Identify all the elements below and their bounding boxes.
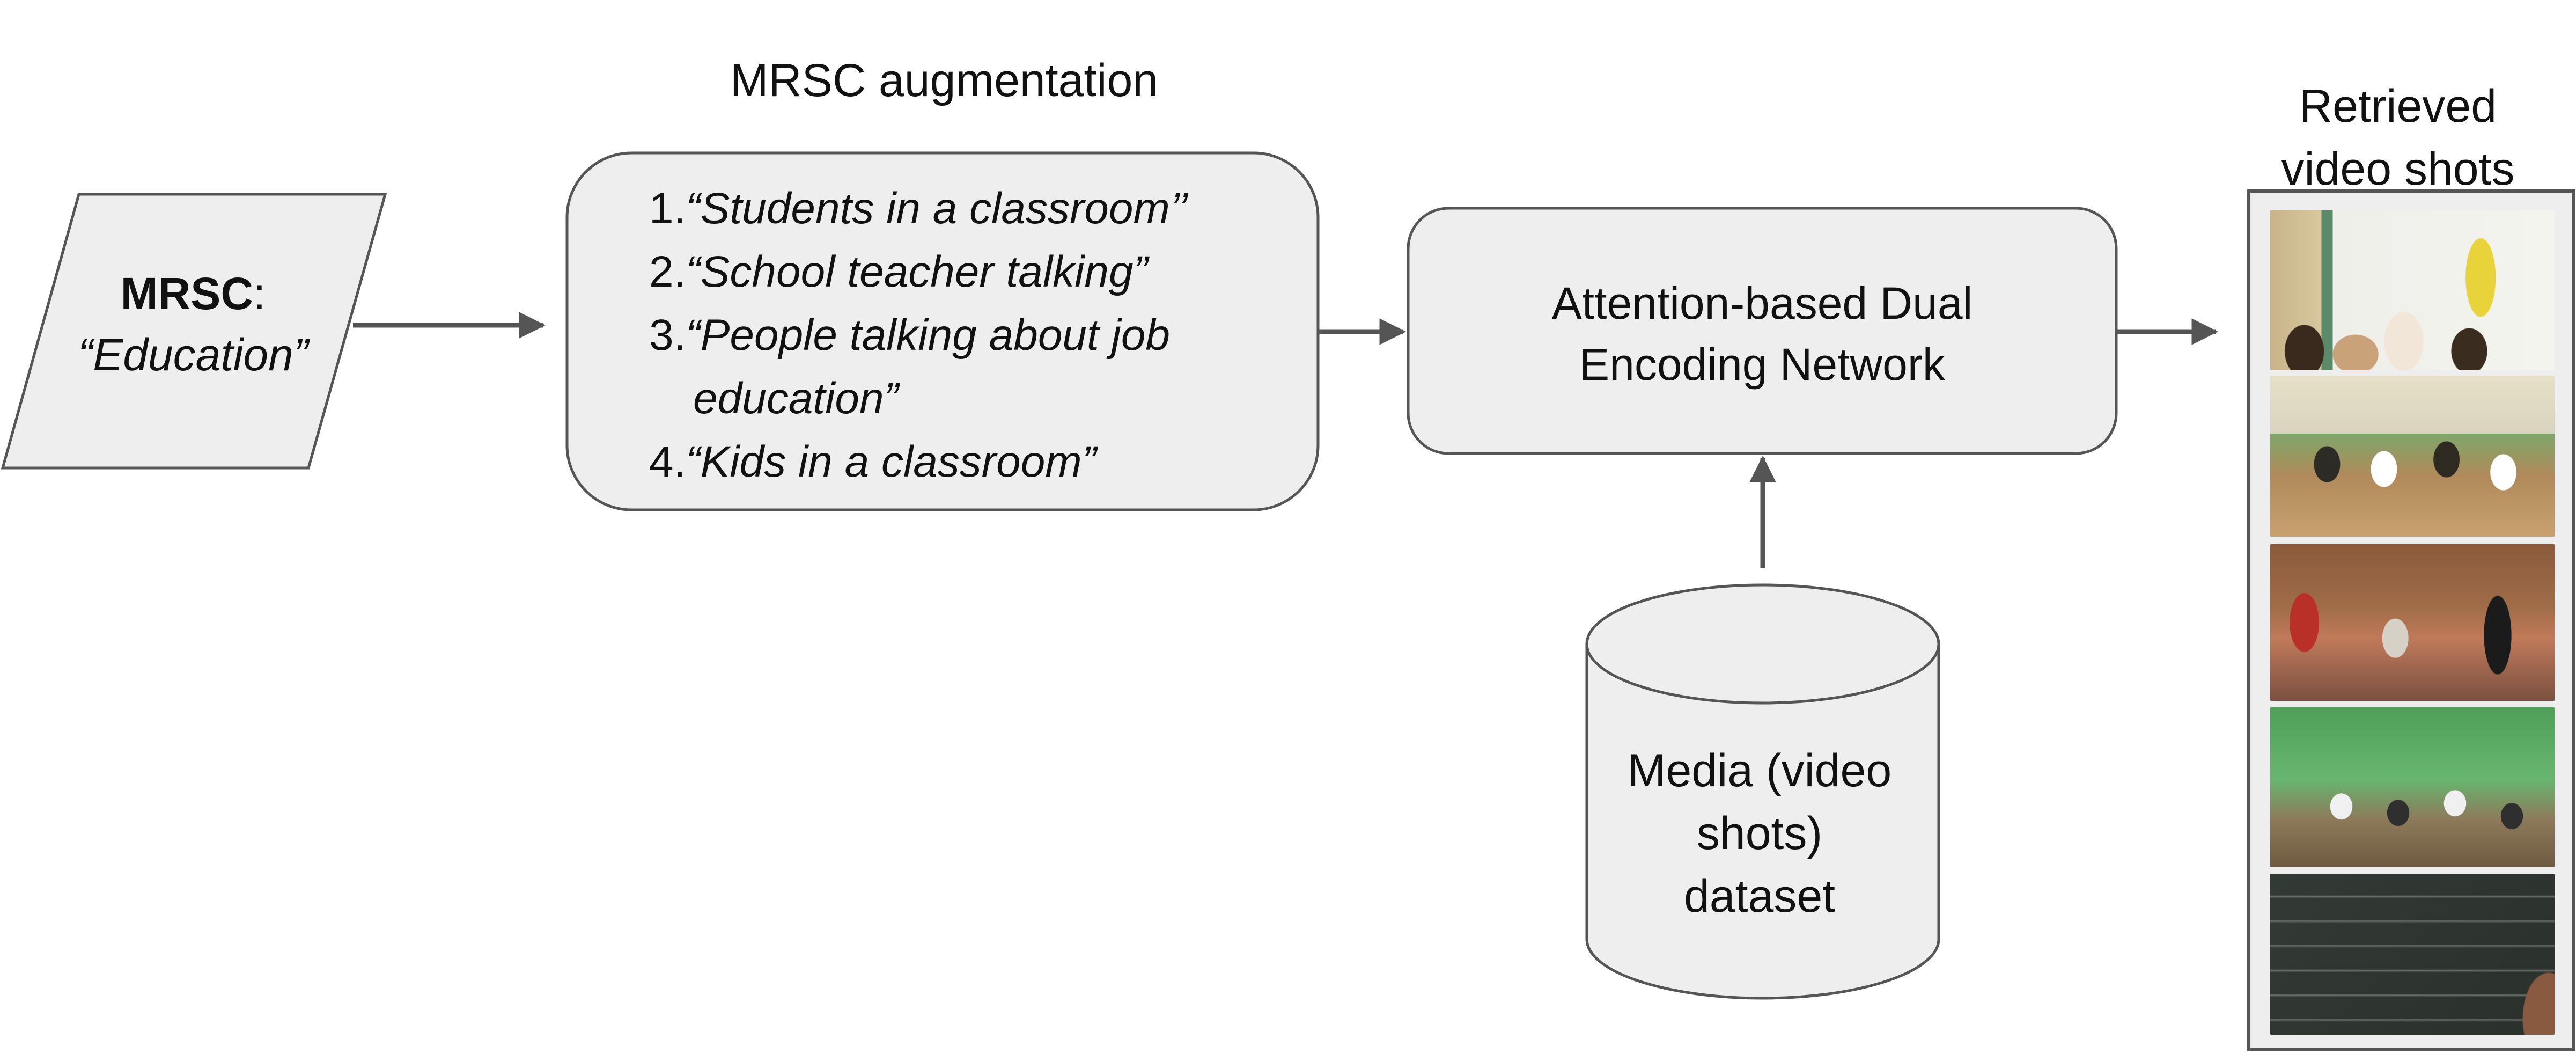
dataset-label: Media (video shots) dataset [1588,740,1931,928]
network-label-line2: Encoding Network [1579,339,1945,390]
item-text: “Kids in a classroom” [686,437,1096,486]
video-frame-classroom-desks [2270,376,2555,537]
input-colon: : [253,268,266,319]
item-number: 1. [649,184,686,233]
dataset-cylinder [1585,583,1940,1000]
input-value: “Education” [78,330,308,380]
augmentation-item: 2.“School teacher talking” [649,240,1188,304]
augmentation-item-continuation: education” [693,374,899,423]
dataset-label-line3: dataset [1683,870,1836,922]
dataset-label-line2: shots) [1696,807,1823,859]
augmentation-list: 1.“Students in a classroom’’ 2.“School t… [649,177,1188,494]
augmentation-item: 4.“Kids in a classroom” [649,430,1188,494]
item-number: 2. [649,247,686,296]
input-keyword: MRSC [120,268,253,319]
video-frame-kids-in-classroom [2270,544,2555,701]
input-label: MRSC: “Education” [0,263,386,385]
results-title-line1: Retrieved [2299,80,2497,132]
item-text: “People talking about job [686,311,1171,360]
results-title-line2: video shots [2281,143,2515,195]
video-frame-blackboard [2270,874,2555,1035]
item-text: “School teacher talking” [686,247,1148,296]
results-title: Retrieved video shots [2221,75,2575,201]
item-text: “Students in a classroom’’ [686,184,1188,233]
network-label: Attention-based Dual Encoding Network [1411,273,2114,395]
augmentation-item: 1.“Students in a classroom’’ [649,177,1188,240]
item-number: 3. [649,311,686,360]
augmentation-item: 3.“People talking about job [649,304,1188,367]
video-frame-classroom-green [2270,707,2555,867]
network-label-line1: Attention-based Dual [1551,278,1973,328]
dataset-label-line1: Media (video [1627,745,1892,796]
video-frame-teacher-at-board [2270,210,2555,370]
input-parallelogram [1,193,387,470]
item-number: 4. [649,437,686,486]
augmentation-title: MRSC augmentation [730,55,1159,106]
